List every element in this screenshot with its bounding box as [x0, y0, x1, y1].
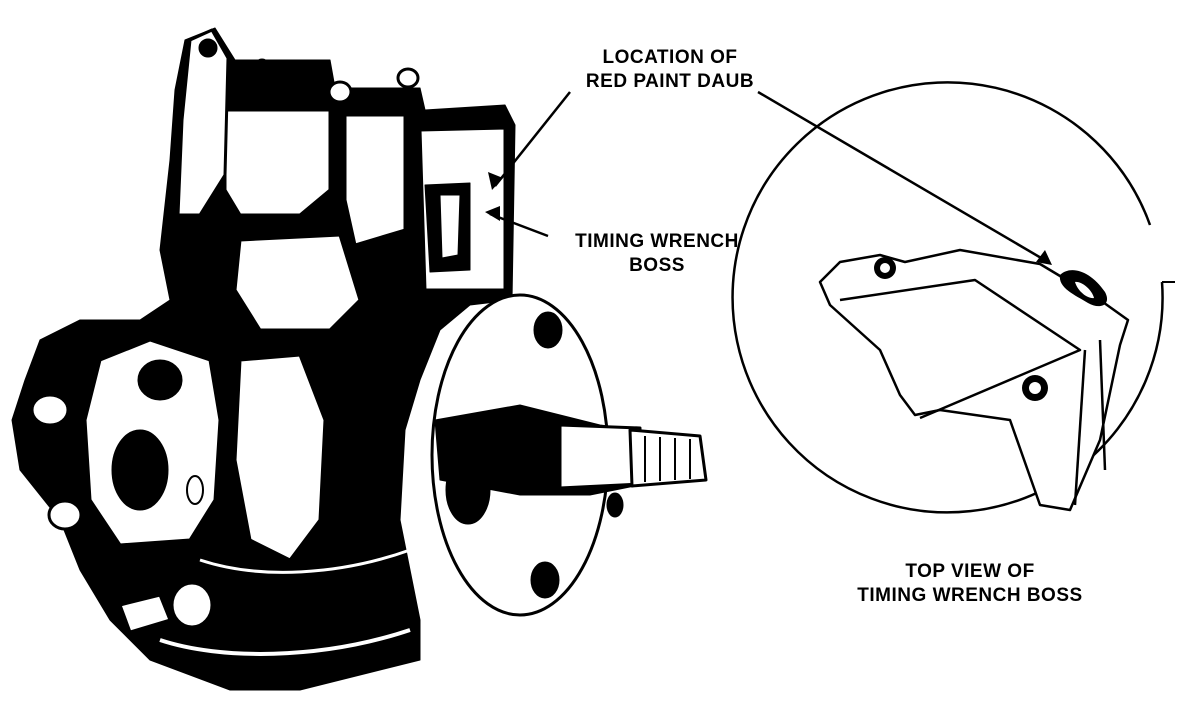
wrench-boss-label: TIMING WRENCH BOSS: [552, 230, 762, 278]
wrench-boss-label-line1: TIMING WRENCH: [575, 231, 739, 252]
paint-daub-label-line2: RED PAINT DAUB: [585, 71, 755, 92]
top-view-label: TOP VIEW OF TIMING WRENCH BOSS: [850, 560, 1090, 608]
wrench-boss-label-line2: BOSS: [629, 255, 685, 276]
injection-pump-illustration: [11, 27, 708, 691]
top-view-label-line2: TIMING WRENCH BOSS: [857, 585, 1083, 606]
paint-daub-label: LOCATION OF RED PAINT DAUB: [560, 46, 780, 94]
top-view-label-line1: TOP VIEW OF: [905, 561, 1035, 582]
arrowheads: [485, 172, 1052, 265]
paint-daub-label-line1: LOCATION OF: [602, 47, 738, 68]
top-view-detail: [731, 81, 1175, 514]
